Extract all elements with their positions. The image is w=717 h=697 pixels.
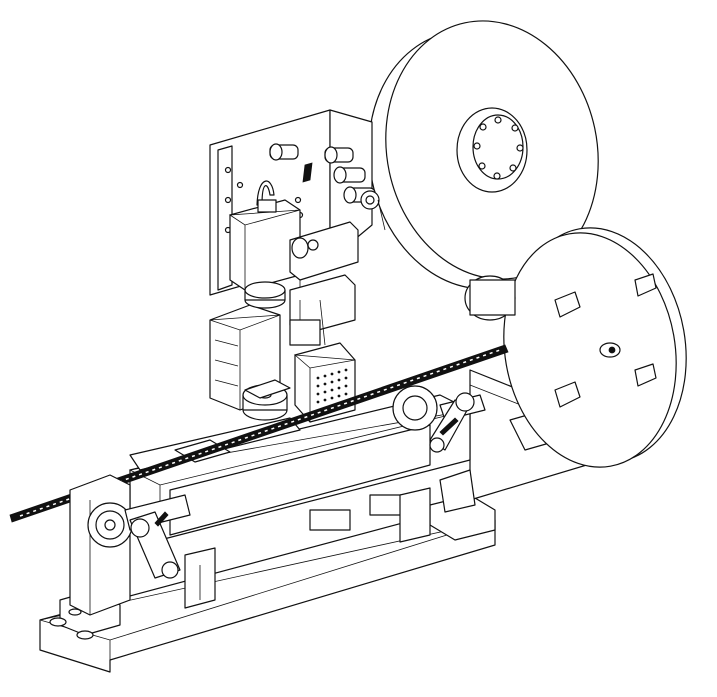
tape-guide-rollers	[360, 190, 386, 231]
linear-slide	[289, 274, 356, 346]
support-legs	[184, 487, 431, 609]
feed-track	[128, 394, 471, 541]
coupling	[244, 281, 286, 309]
lower-reel	[464, 227, 687, 468]
left-sprocket-assembly	[69, 474, 191, 616]
pressure-puck	[242, 379, 291, 421]
right-sprocket-assembly	[392, 385, 486, 513]
perforated-grid	[316, 368, 348, 404]
upper-reel	[368, 20, 599, 290]
air-cylinder	[289, 221, 359, 300]
pneumatic-fittings	[269, 143, 376, 204]
